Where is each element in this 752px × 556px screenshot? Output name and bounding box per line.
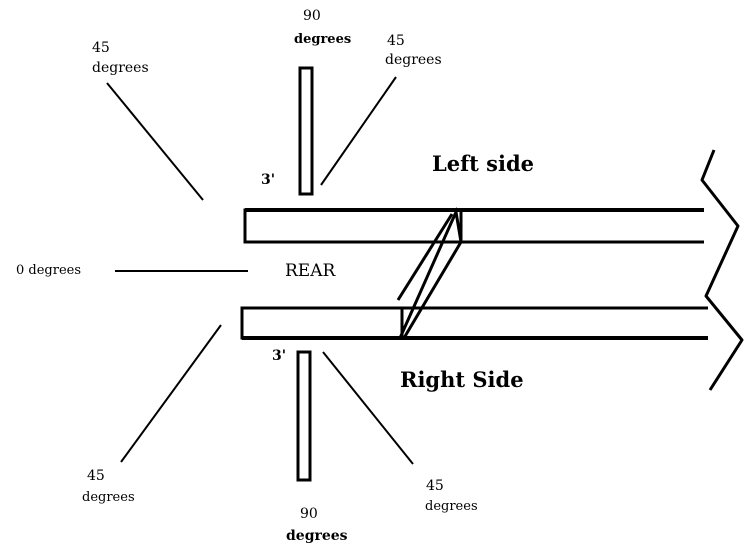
top-right-45-word: degrees <box>385 52 442 68</box>
lower-left-45-line <box>120 324 222 463</box>
bottom-90-word: degrees <box>286 528 348 544</box>
right-rail-end <box>240 306 404 340</box>
upper-left-45-line <box>106 82 204 201</box>
bottom-right-45-word: degrees <box>425 499 478 514</box>
cross-brace-inner <box>396 213 454 301</box>
top-3ft-label: 3' <box>261 172 276 188</box>
upper-right-45-line <box>320 76 397 186</box>
break-zigzag <box>700 149 744 391</box>
right-side-label: Right Side <box>400 367 524 392</box>
top-left-45-number: 45 <box>92 40 110 56</box>
bottom-right-45-number: 45 <box>426 478 444 494</box>
zero-degrees-label: 0 degrees <box>16 263 82 278</box>
rear-label: REAR <box>285 261 336 281</box>
bottom-left-45-word: degrees <box>82 490 135 505</box>
left-side-label: Left side <box>432 151 535 176</box>
top-left-45-word: degrees <box>92 60 149 76</box>
bottom-3ft-label: 3' <box>272 348 287 364</box>
top-90-number: 90 <box>303 8 321 24</box>
top-right-45-number: 45 <box>387 33 405 49</box>
left-rail-end <box>243 208 463 244</box>
cross-brace <box>397 206 463 340</box>
bottom-3ft-marker <box>296 350 312 482</box>
bottom-left-45-number: 45 <box>87 468 105 484</box>
top-3ft-marker <box>298 66 314 196</box>
bottom-90-number: 90 <box>300 506 318 522</box>
top-90-word: degrees <box>294 32 352 47</box>
lower-right-45-line <box>322 351 414 465</box>
